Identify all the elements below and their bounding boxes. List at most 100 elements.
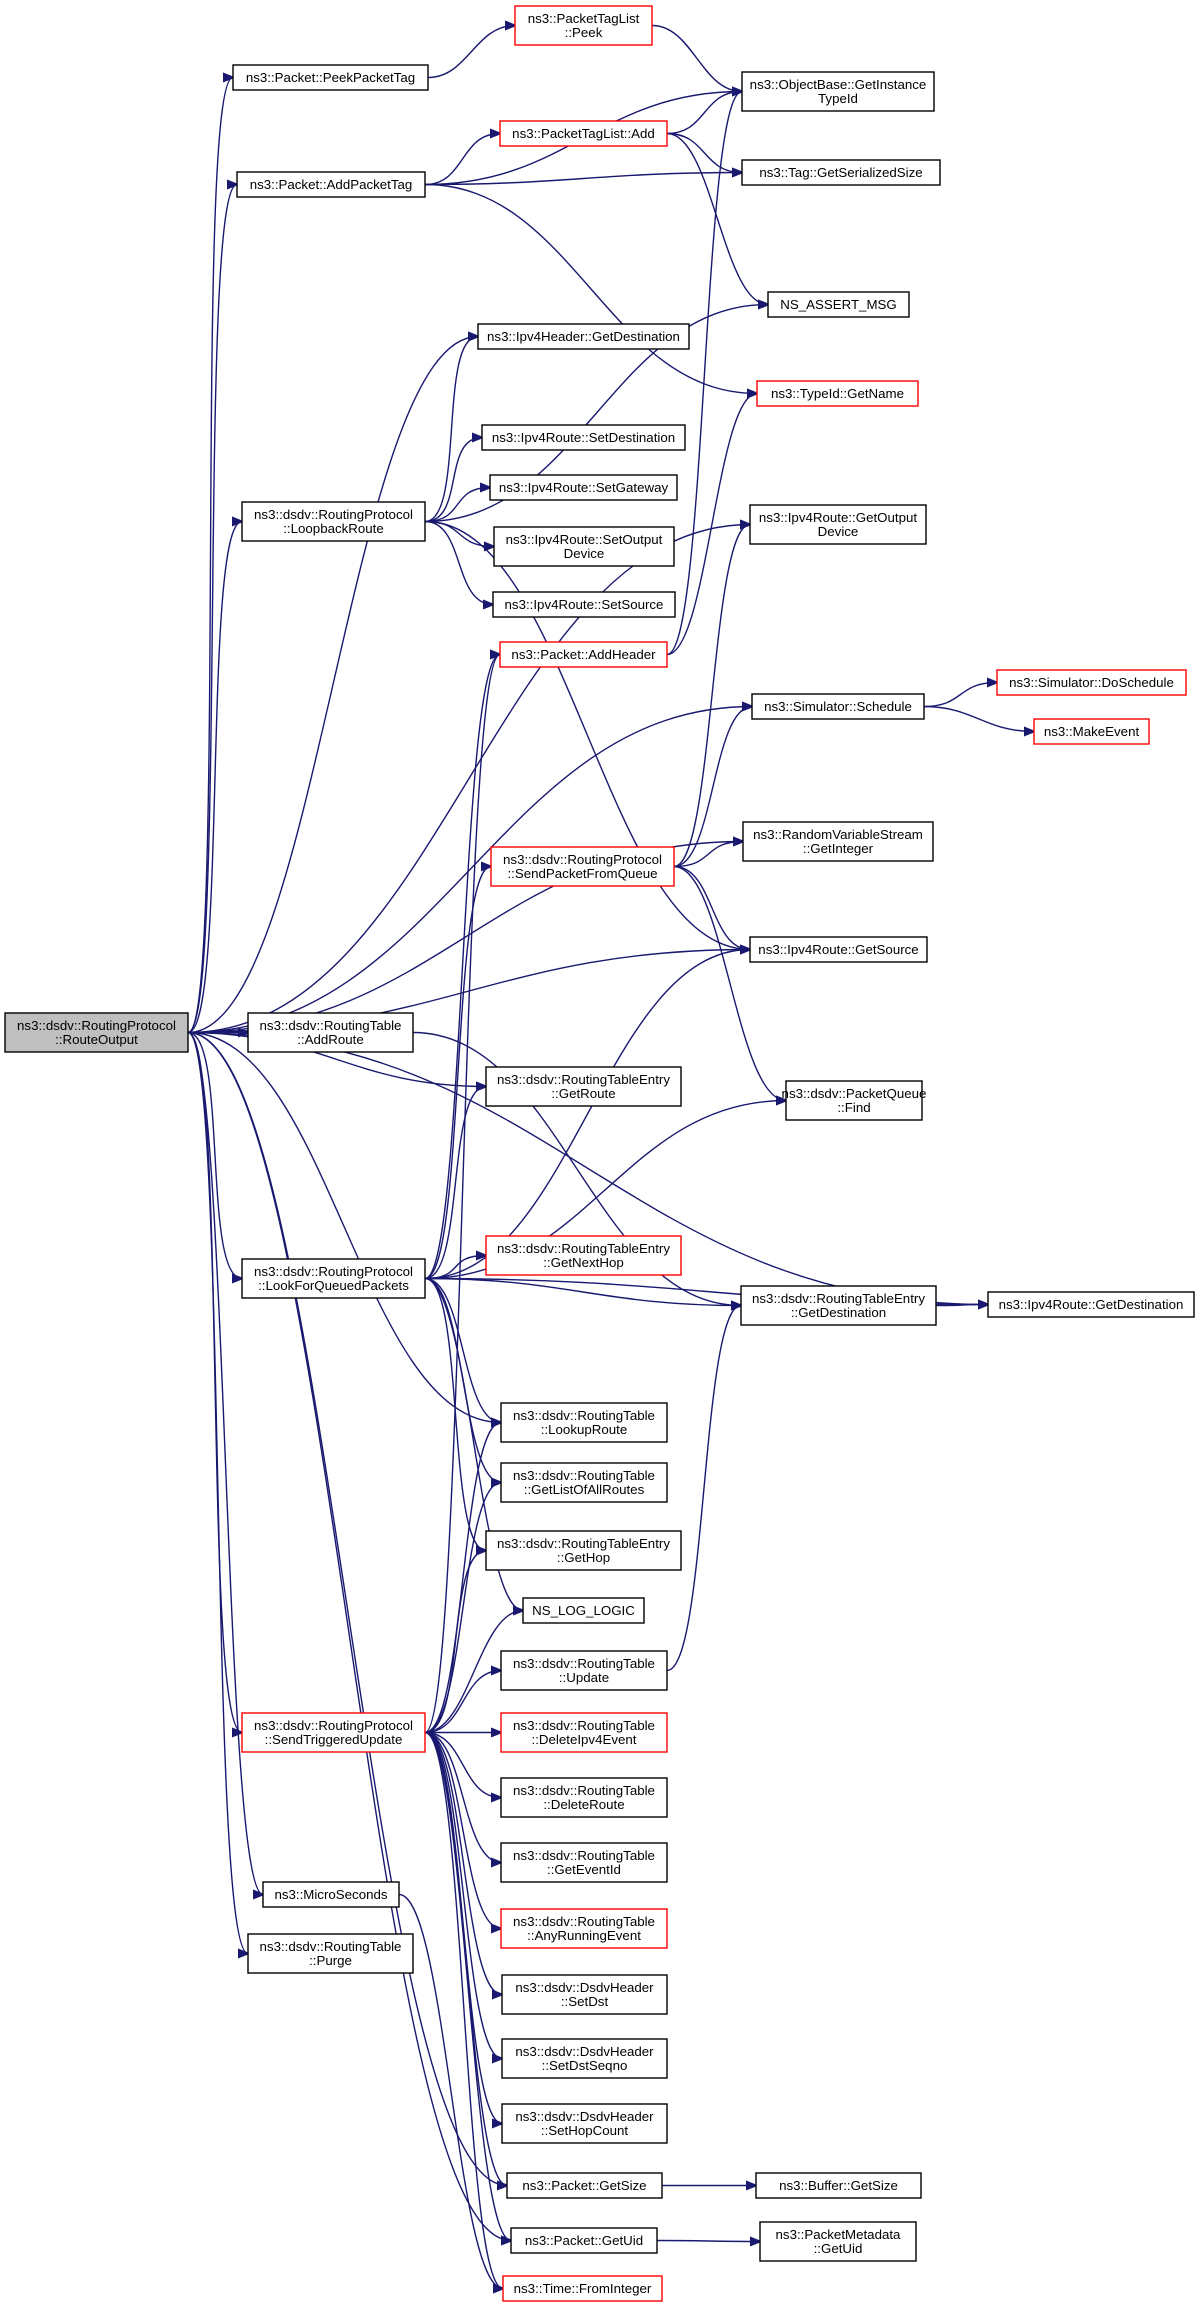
edge-line — [424, 520, 493, 605]
edge-line — [424, 305, 768, 523]
node-addPacketTag[interactable]: ns3::Packet::AddPacketTag — [236, 171, 426, 198]
node-packetGetUid[interactable]: ns3::Packet::GetUid — [510, 2227, 658, 2254]
node-pqFind[interactable]: ns3::dsdv::PacketQueue::Find — [782, 1080, 927, 1121]
call-edge-sendPacketFromQueue-to-ipv4RouteGetSource — [673, 865, 750, 950]
call-edge-tagListAdd-to-getInstanceTypeId — [666, 92, 742, 135]
node-label-line: Device — [818, 524, 859, 539]
node-addRoute[interactable]: ns3::dsdv::RoutingTable::AddRoute — [247, 1012, 414, 1053]
node-box — [500, 1650, 668, 1691]
call-edge-root-to-loopbackRoute — [187, 522, 242, 1034]
node-label-line: ns3::Ipv4Route::GetSource — [758, 942, 918, 957]
node-box — [500, 1712, 668, 1753]
node-deleteRoute[interactable]: ns3::dsdv::RoutingTable::DeleteRoute — [500, 1777, 668, 1818]
call-edge-loopbackRoute-to-setGateway — [424, 488, 490, 523]
edge-line — [424, 867, 491, 1280]
node-box — [785, 1080, 923, 1121]
edge-line — [187, 1031, 486, 1087]
node-packetGetSize[interactable]: ns3::Packet::GetSize — [506, 2172, 663, 2199]
node-getListOfAllRoutes[interactable]: ns3::dsdv::RoutingTable::GetListOfAllRou… — [500, 1462, 668, 1503]
node-label-line: ns3::dsdv::DsdvHeader — [515, 2044, 654, 2059]
node-setHopCount[interactable]: ns3::dsdv::DsdvHeader::SetHopCount — [501, 2103, 668, 2144]
node-schedule[interactable]: ns3::Simulator::Schedule — [751, 693, 925, 720]
edge-line — [923, 683, 997, 708]
node-label-line: ::GetEventId — [547, 1862, 621, 1877]
node-setGateway[interactable]: ns3::Ipv4Route::SetGateway — [489, 474, 678, 501]
node-label-line: ::GetDestination — [791, 1305, 886, 1320]
node-loopbackRoute[interactable]: ns3::dsdv::RoutingProtocol::LoopbackRout… — [241, 501, 426, 542]
node-setSource[interactable]: ns3::Ipv4Route::SetSource — [492, 591, 676, 618]
node-label-line: ns3::dsdv::RoutingTable — [513, 1718, 655, 1733]
node-box — [247, 1012, 414, 1053]
node-box — [481, 424, 686, 451]
node-lookupRoute[interactable]: ns3::dsdv::RoutingTable::LookupRoute — [500, 1402, 668, 1443]
node-rteGetHop[interactable]: ns3::dsdv::RoutingTableEntry::GetHop — [485, 1530, 682, 1571]
node-lookForQueued[interactable]: ns3::dsdv::RoutingProtocol::LookForQueue… — [241, 1258, 426, 1299]
call-edge-loopbackRoute-to-setOutputDevice — [424, 520, 494, 547]
node-nsAssertMsg[interactable]: NS_ASSERT_MSG — [767, 291, 910, 318]
node-tagListPeek[interactable]: ns3::PacketTagList::Peek — [514, 5, 653, 46]
node-anyRunningEvent[interactable]: ns3::dsdv::RoutingTable::AnyRunningEvent — [500, 1908, 668, 1949]
call-edge-loopbackRoute-to-setDestination — [424, 438, 482, 523]
node-label-line: ::GetListOfAllRoutes — [524, 1482, 645, 1497]
node-rteGetNextHop[interactable]: ns3::dsdv::RoutingTableEntry::GetNextHop — [485, 1235, 682, 1276]
call-edge-sendPacketFromQueue-to-schedule — [673, 707, 752, 868]
node-setDestination[interactable]: ns3::Ipv4Route::SetDestination — [481, 424, 686, 451]
node-rteGetDestination[interactable]: ns3::dsdv::RoutingTableEntry::GetDestina… — [740, 1285, 937, 1326]
node-root[interactable]: ns3::dsdv::RoutingProtocol::RouteOutput — [4, 1012, 189, 1053]
node-setDstSeqno[interactable]: ns3::dsdv::DsdvHeader::SetDstSeqno — [501, 2038, 668, 2079]
node-label-line: ns3::Packet::PeekPacketTag — [246, 70, 415, 85]
node-box — [489, 474, 678, 501]
node-addHeader[interactable]: ns3::Packet::AddHeader — [499, 641, 668, 668]
node-typeIdGetName[interactable]: ns3::TypeId::GetName — [756, 380, 919, 407]
node-metadataGetUid[interactable]: ns3::PacketMetadata::GetUid — [759, 2221, 917, 2262]
node-sendPacketFromQueue[interactable]: ns3::dsdv::RoutingProtocol::SendPacketFr… — [490, 846, 675, 887]
node-label-line: ::AnyRunningEvent — [527, 1928, 641, 1943]
node-tagListAdd[interactable]: ns3::PacketTagList::Add — [499, 120, 668, 147]
node-rtPurge[interactable]: ns3::dsdv::RoutingTable::Purge — [247, 1933, 414, 1974]
node-label-line: ns3::PacketMetadata — [776, 2227, 902, 2242]
call-edge-root-to-packetGetUid — [187, 1031, 511, 2241]
edge-line — [424, 520, 750, 950]
node-rvsGetInteger[interactable]: ns3::RandomVariableStream::GetInteger — [742, 821, 934, 862]
node-box — [490, 846, 675, 887]
edge-line — [424, 1731, 501, 1929]
node-box — [749, 504, 927, 545]
node-getEventId[interactable]: ns3::dsdv::RoutingTable::GetEventId — [500, 1842, 668, 1883]
edge-line — [673, 865, 786, 1101]
call-edge-root-to-lookupRoute — [187, 1031, 501, 1423]
node-ipv4RouteGetSource[interactable]: ns3::Ipv4Route::GetSource — [749, 936, 928, 963]
node-label-line: ns3::dsdv::RoutingTable — [513, 1408, 655, 1423]
node-label-line: ::Update — [559, 1670, 609, 1685]
call-edge-tagListPeek-to-getInstanceTypeId — [651, 24, 742, 92]
node-makeEvent[interactable]: ns3::MakeEvent — [1033, 718, 1150, 745]
edge-line — [398, 1893, 503, 2289]
call-edge-peekPacketTag-to-tagListPeek — [427, 26, 515, 79]
node-tagGetSerializedSize[interactable]: ns3::Tag::GetSerializedSize — [741, 159, 941, 186]
node-doSchedule[interactable]: ns3::Simulator::DoSchedule — [996, 669, 1187, 696]
call-edge-loopbackRoute-to-ipv4RouteGetSource — [424, 520, 750, 950]
call-edge-tagListAdd-to-tagGetSerializedSize — [666, 132, 742, 173]
node-sendTriggeredUpdate[interactable]: ns3::dsdv::RoutingProtocol::SendTriggere… — [241, 1712, 426, 1753]
node-label-line: ::GetInteger — [803, 841, 874, 856]
node-peekPacketTag[interactable]: ns3::Packet::PeekPacketTag — [232, 64, 429, 91]
node-label-line: ::AddRoute — [297, 1032, 364, 1047]
node-setDst[interactable]: ns3::dsdv::DsdvHeader::SetDst — [501, 1974, 668, 2015]
node-ipv4RouteGetDestination[interactable]: ns3::Ipv4Route::GetDestination — [987, 1291, 1195, 1318]
node-nsLogLogic[interactable]: NS_LOG_LOGIC — [522, 1597, 645, 1624]
node-deleteIpv4Event[interactable]: ns3::dsdv::RoutingTable::DeleteIpv4Event — [500, 1712, 668, 1753]
node-box — [485, 1066, 682, 1107]
node-box — [510, 2227, 658, 2254]
node-microSeconds[interactable]: ns3::MicroSeconds — [262, 1881, 400, 1908]
node-box — [492, 591, 676, 618]
node-rteGetRoute[interactable]: ns3::dsdv::RoutingTableEntry::GetRoute — [485, 1066, 682, 1107]
node-label-line: ns3::Ipv4Route::SetGateway — [499, 480, 669, 495]
node-ipv4HeaderGetDestination[interactable]: ns3::Ipv4Header::GetDestination — [477, 323, 690, 350]
node-bufferGetSize[interactable]: ns3::Buffer::GetSize — [755, 2172, 922, 2199]
node-timeFromInteger[interactable]: ns3::Time::FromInteger — [502, 2275, 663, 2302]
node-rtUpdate[interactable]: ns3::dsdv::RoutingTable::Update — [500, 1650, 668, 1691]
node-box — [740, 1285, 937, 1326]
